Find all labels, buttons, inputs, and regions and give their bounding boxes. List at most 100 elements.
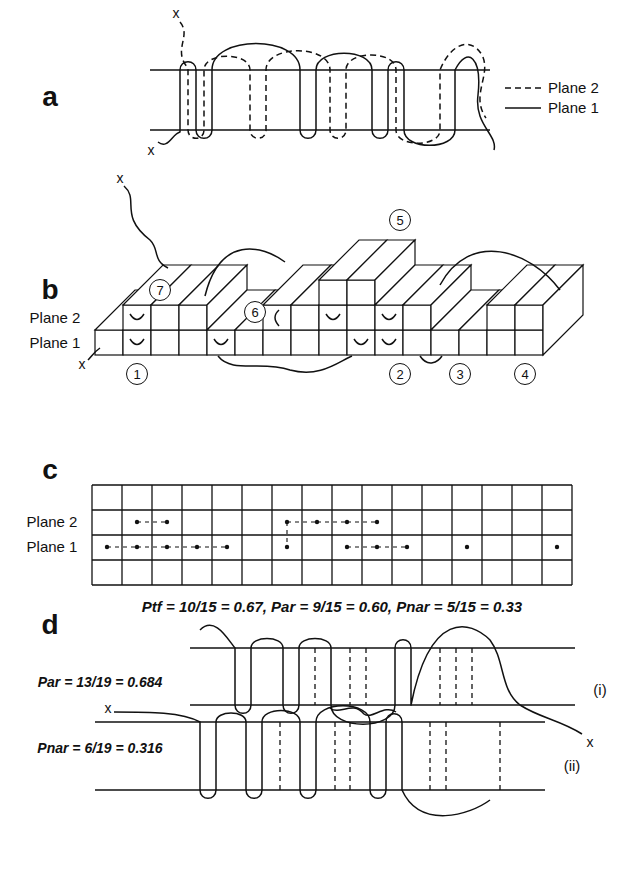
crystal-stem-cell bbox=[207, 330, 235, 355]
reentry-stem bbox=[499, 722, 500, 790]
stem-dot bbox=[195, 545, 199, 549]
grid-line bbox=[121, 485, 122, 585]
stem-link bbox=[167, 546, 197, 547]
stem-link bbox=[137, 521, 167, 522]
chain-path bbox=[88, 348, 100, 360]
crystal-stem-cell bbox=[347, 280, 375, 305]
callout-number: 7 bbox=[156, 284, 163, 297]
reentry-stem bbox=[439, 648, 440, 705]
callout-circle: 3 bbox=[449, 363, 471, 385]
stem-dot bbox=[345, 545, 349, 549]
stem-dot bbox=[285, 545, 289, 549]
stem-dot bbox=[405, 545, 409, 549]
stem-link bbox=[197, 546, 227, 547]
callout-number: 3 bbox=[456, 368, 463, 381]
reentry-stem bbox=[334, 722, 335, 790]
chain-end-mark: x bbox=[117, 170, 124, 186]
callout-circle: 4 bbox=[514, 363, 536, 385]
callout-circle: 7 bbox=[149, 279, 171, 301]
crystal-stem-cell bbox=[403, 330, 431, 355]
grid-line bbox=[151, 485, 152, 585]
reentry-stem bbox=[349, 648, 350, 705]
crystal-stem-cell bbox=[151, 305, 179, 330]
chain-path bbox=[200, 625, 582, 734]
stem-link bbox=[137, 546, 167, 547]
chain-end-mark: x bbox=[79, 356, 86, 372]
crystal-stem-cell bbox=[515, 305, 543, 330]
chain-path bbox=[205, 249, 285, 296]
plane-label: Plane 2 bbox=[30, 309, 81, 326]
lamella-surface bbox=[190, 647, 575, 648]
probability-value: Par = 13/19 = 0.684 bbox=[38, 674, 163, 690]
reentry-stem bbox=[279, 722, 280, 790]
crystal-stem-cell bbox=[319, 330, 347, 355]
plane-label: Plane 1 bbox=[27, 538, 78, 555]
stem-link bbox=[317, 521, 347, 522]
fold-mark bbox=[130, 339, 144, 345]
reentry-stem bbox=[349, 722, 350, 790]
crystal-stem-cell bbox=[375, 305, 403, 330]
stem-dot bbox=[375, 545, 379, 549]
chain-plane-2 bbox=[180, 22, 486, 143]
stem-dot bbox=[555, 545, 559, 549]
chain-path bbox=[330, 708, 396, 715]
lamella-surface bbox=[150, 69, 490, 70]
stem-link bbox=[287, 521, 317, 522]
grid-line bbox=[451, 485, 452, 585]
callout-number: 2 bbox=[396, 368, 403, 381]
fold-mark bbox=[354, 339, 368, 345]
strip-label: (ii) bbox=[564, 757, 581, 774]
crystal-stem-cell bbox=[319, 280, 347, 305]
lamella-surface bbox=[190, 704, 575, 705]
reentry-stem bbox=[365, 648, 366, 705]
fold-mark bbox=[326, 314, 340, 320]
crystal-stem-cell bbox=[431, 330, 459, 355]
reentry-stem bbox=[471, 648, 472, 705]
crystal-stem-cell bbox=[487, 305, 515, 330]
grid-line bbox=[331, 485, 332, 585]
fold-mark bbox=[382, 339, 396, 345]
grid-line bbox=[541, 485, 542, 585]
crystal-stem-cell bbox=[179, 305, 207, 330]
stem-link bbox=[286, 522, 287, 547]
crystal-stem-cell bbox=[235, 330, 263, 355]
grid-line bbox=[241, 485, 242, 585]
chain-path bbox=[440, 251, 560, 290]
crystal-stem-cell bbox=[459, 330, 487, 355]
stem-dot bbox=[285, 520, 289, 524]
reentry-stem bbox=[314, 648, 315, 705]
callout-circle: 6 bbox=[244, 301, 266, 323]
legend-text: Plane 1 bbox=[548, 99, 599, 116]
grid-line bbox=[271, 485, 272, 585]
crystal-stem-cell bbox=[263, 305, 291, 330]
stem-dot bbox=[345, 520, 349, 524]
panel-letter: a bbox=[42, 81, 58, 113]
crystal-stem-cell bbox=[123, 305, 151, 330]
crystal-stem-cell bbox=[375, 330, 403, 355]
grid-line bbox=[181, 485, 182, 585]
crystal-stem-cell bbox=[95, 330, 123, 355]
crystal-stem-cell bbox=[347, 305, 375, 330]
fold-mark bbox=[130, 314, 144, 320]
legend-text: Plane 2 bbox=[548, 79, 599, 96]
crystal-stem-cell bbox=[263, 330, 291, 355]
fold-mark bbox=[382, 314, 396, 320]
lamella-surface bbox=[150, 129, 490, 130]
callout-number: 5 bbox=[396, 214, 403, 227]
chain-path bbox=[124, 186, 168, 268]
grid-line bbox=[511, 485, 512, 585]
stem-dot bbox=[135, 520, 139, 524]
callout-circle: 1 bbox=[126, 363, 148, 385]
crystal-stem-cell bbox=[319, 305, 347, 330]
crystal-stem-cell bbox=[151, 330, 179, 355]
stem-dot bbox=[165, 545, 169, 549]
grid-line bbox=[361, 485, 362, 585]
stem-link bbox=[347, 521, 377, 522]
probability-value: Pnar = 6/19 = 0.316 bbox=[37, 740, 162, 756]
grid-line bbox=[91, 485, 92, 585]
probability-values: Ptf = 10/15 = 0.67, Par = 9/15 = 0.60, P… bbox=[142, 598, 522, 615]
grid-line bbox=[571, 485, 572, 585]
chain-path bbox=[420, 356, 442, 363]
crystal-stem-cell bbox=[291, 305, 319, 330]
